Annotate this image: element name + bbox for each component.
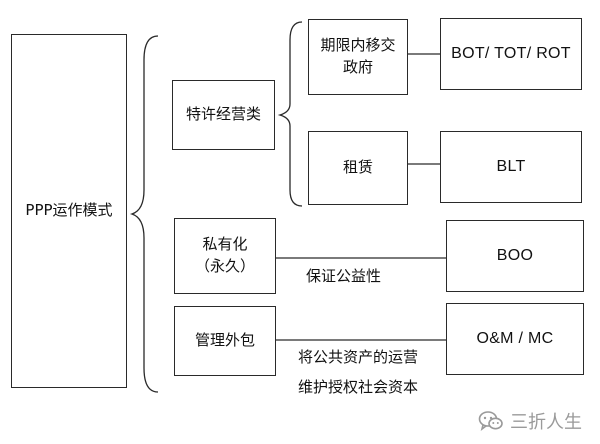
note-public-interest: 保证公益性 [306,267,382,285]
note-outsourcing-line1: 将公共资产的运营 [298,348,419,366]
category-label: 管理外包 [194,331,255,350]
model-blt: BLT [440,131,582,203]
category-outsourcing: 管理外包 [174,306,276,376]
watermark-text: 三折人生 [510,412,582,433]
category-label: 私有化 （永久） [194,235,255,275]
model-label: O&M / MC [476,330,554,348]
subtype-label: 租赁 [342,158,373,177]
wechat-icon [478,411,503,431]
root-node: PPP运作模式 [11,34,127,388]
subtype-lease: 租赁 [308,131,408,205]
category-label: 特许经营类 [185,105,261,124]
model-bot-tot-rot: BOT/ TOT/ ROT [440,18,582,90]
category-privatization: 私有化 （永久） [174,218,276,294]
watermark: 三折人生 [478,408,582,434]
category-concession: 特许经营类 [172,80,275,150]
model-label: BOT/ TOT/ ROT [451,45,571,63]
model-boo: BOO [446,220,584,292]
subtype-transfer: 期限内移交 政府 [308,19,408,95]
model-om-mc: O&M / MC [446,303,584,375]
concession-brace [277,21,303,207]
subtype-label: 期限内移交 政府 [320,36,396,76]
model-label: BOO [496,247,534,265]
note-outsourcing-line2: 维护授权社会资本 [298,378,419,396]
root-label: PPP运作模式 [25,201,113,220]
model-label: BLT [496,158,526,176]
root-brace [129,35,159,393]
